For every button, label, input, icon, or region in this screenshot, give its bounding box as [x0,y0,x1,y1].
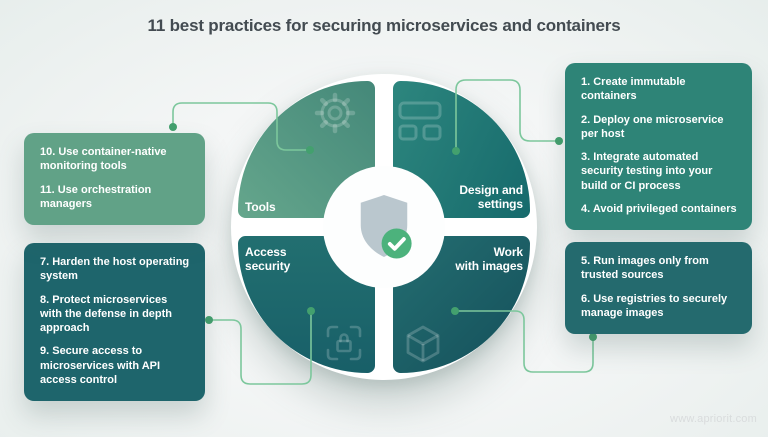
practice-list: 1. Create immutable containers 2. Deploy … [581,75,737,216]
practices-box-tools: 10. Use container-native monitoring tool… [24,133,205,226]
connector-dot [555,137,563,145]
connector-dot [589,333,597,341]
practice-item: 8. Protect microservices with the defens… [40,293,173,335]
security-wheel: Tools Design and settings Access securit… [231,74,537,380]
shield-check-icon [360,195,412,259]
practice-item: 3. Integrate automated security testing … [581,151,713,192]
practice-list: 5. Run images only from trusted sources 6… [581,254,737,320]
practice-item: 4. Avoid privileged containers [581,203,737,216]
gear-icon [314,92,356,134]
watermark: www.apriorit.com [670,413,757,425]
practices-box-design-settings: 1. Create immutable containers 2. Deploy … [565,63,752,231]
practice-item: 11. Use orchestration managers [40,183,152,210]
layout-icon [398,101,442,141]
practice-item: 2. Deploy one microservice per host [581,113,724,140]
quadrant-label-tools: Tools [245,200,276,214]
practice-list: 7. Harden the host operating system 8. Pr… [40,255,190,387]
lock-scan-icon [326,325,362,361]
practices-box-access-security: 7. Harden the host operating system 8. Pr… [24,243,205,402]
cube-icon [406,325,440,363]
practice-item: 6. Use registries to securely manage ima… [581,292,728,319]
practice-item: 10. Use container-native monitoring tool… [40,146,167,173]
wheel-hub [323,166,445,288]
page-title: 11 best practices for securing microserv… [147,16,621,35]
connector-dot [205,316,213,324]
connector-dot [169,123,177,131]
practice-item: 9. Secure access to microservices with A… [40,345,161,387]
practice-item: 7. Harden the host operating system [40,256,190,283]
practices-box-work-with-images: 5. Run images only from trusted sources 6… [565,242,752,335]
quadrant-label-access: Access security [245,245,291,273]
quadrant-label-work: Work with images [455,245,523,273]
quadrant-label-design: Design and settings [459,183,523,211]
practice-item: 5. Run images only from trusted sources [581,255,709,282]
practice-item: 1. Create immutable containers [581,76,686,103]
practice-list: 10. Use container-native monitoring tool… [40,145,190,211]
